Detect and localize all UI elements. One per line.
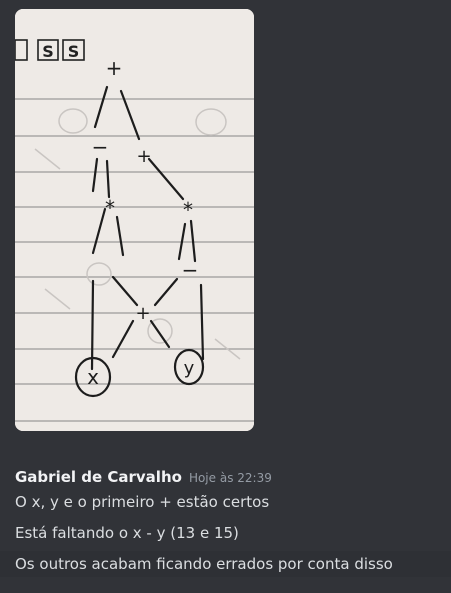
message-line-text: Os outros acabam ficando errados por con…: [15, 555, 393, 573]
message-line-text: O x, y e o primeiro + estão certos: [15, 493, 270, 511]
message-timestamp: Hoje às 22:39: [188, 471, 272, 485]
header-letter-1: S: [42, 42, 54, 61]
message-line-hovered[interactable]: Os outros acabam ficando errados por con…: [0, 551, 451, 577]
node-top-plus: +: [106, 56, 123, 80]
leaf-x: x: [87, 365, 99, 389]
handwritten-expression-tree-image: S S + − + *: [15, 9, 254, 431]
node-left-mul: *: [105, 196, 115, 220]
header-letter-2: S: [68, 42, 80, 61]
message-header: Gabriel de Carvalho Hoje às 22:39: [15, 468, 272, 488]
image-attachment[interactable]: S S + − + *: [15, 9, 254, 431]
author-name[interactable]: Gabriel de Carvalho: [15, 468, 182, 486]
node-left-minus: −: [92, 135, 109, 159]
message-line-text: Está faltando o x - y (13 e 15): [15, 524, 239, 542]
node-right-minus: −: [182, 258, 199, 282]
node-right-plus: +: [136, 146, 151, 167]
node-bottom-plus: +: [135, 303, 150, 324]
node-right-mul: *: [183, 198, 193, 222]
message-line: Está faltando o x - y (13 e 15): [0, 520, 451, 546]
message-line: O x, y e o primeiro + estão certos: [0, 489, 451, 515]
leaf-y: y: [184, 358, 195, 379]
